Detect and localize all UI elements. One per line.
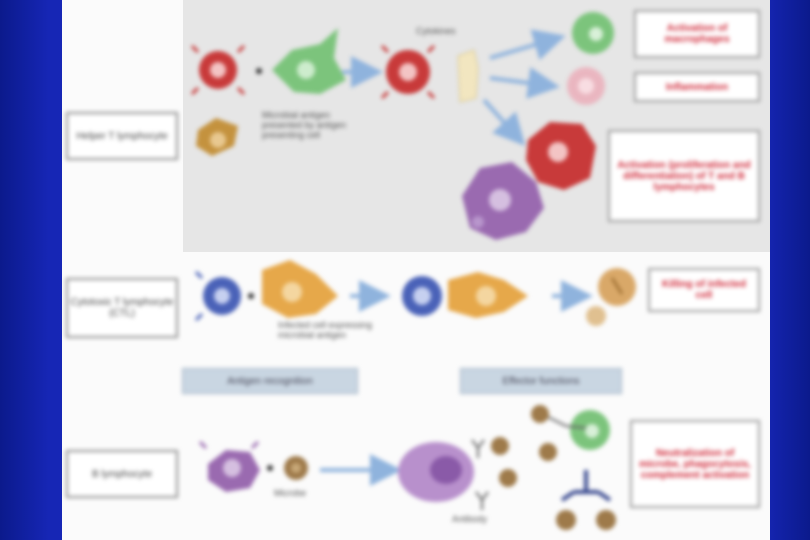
antigen-presenting-cell [272,28,346,94]
cytokines-icon [457,49,479,103]
microbial-antigen-label: Microbial antigen presented by antigen p… [262,110,347,140]
phagocyte-cell [531,405,610,461]
outcome-neutralization: Neutralization of microbe, phagocytosis,… [630,420,760,508]
row-label-helper: Helper T lymphocyte [66,112,178,160]
antibody-icon [471,437,517,510]
row-label-cytotoxic: Cytotoxic T lymphocyte (CTL) [66,278,178,338]
binding-dot [267,465,273,471]
b-cell [198,440,260,492]
stage-effector-functions: Effector functions [460,368,622,394]
outcome-activation: Activation (proliferation and differenti… [608,130,760,222]
proliferating-b-cell [462,162,544,240]
proliferating-t-cell [526,122,596,190]
killed-cell [586,268,636,326]
helper-t-cell-resting [196,118,238,156]
antibody-label: Antibody [452,514,488,524]
infected-cell [262,260,338,318]
binding-dot [248,293,254,299]
arrow-to-inflammation [489,67,560,99]
complement-icon [556,470,616,530]
microbe-label: Microbe [274,488,307,498]
microbe-icon [284,456,308,480]
row-label-b: B lymphocyte [66,450,178,498]
cytotoxic-t-cell [194,270,241,322]
outcome-killing: Killing of infected cell [648,268,760,312]
binding-dot [256,68,262,74]
infected-cell-label: Infected cell expressing microbial antig… [278,320,373,340]
bound-cytotoxic-t-cell [402,276,442,316]
outcome-inflammation: Inflammation [634,72,760,102]
stage-antigen-recognition: Antigen recognition [182,368,358,394]
inflammation-cell [567,67,605,105]
arrow-to-macrophages [489,29,566,61]
helper-t-cell [190,44,246,96]
activated-helper-t-cell [380,44,436,100]
bound-infected-cell [448,272,528,318]
outcome-macrophages: Activation of macrophages [634,10,760,58]
macrophage-cell [572,12,614,54]
arrow-to-activation [482,98,526,146]
plasma-cell [398,442,474,502]
cytokines-label: Cytokines [416,26,456,36]
